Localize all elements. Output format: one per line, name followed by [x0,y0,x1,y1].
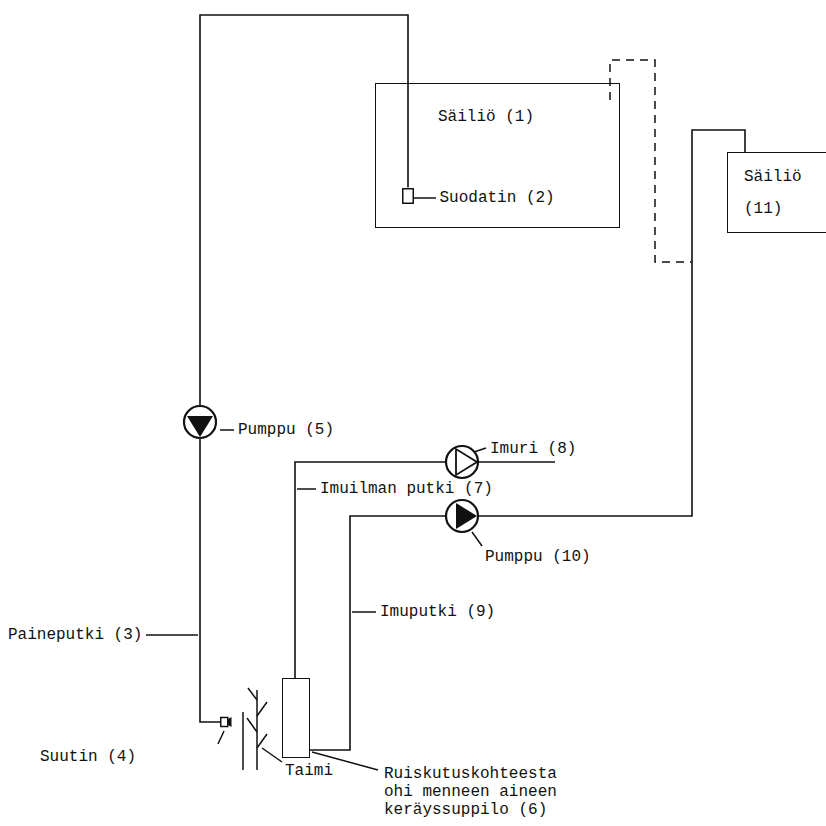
pipe-line [200,439,220,722]
part-label: Pumppu (5) [238,421,334,439]
part-label: Säiliö (1) [438,108,534,126]
pipe-label: Imuputki (9) [380,603,495,621]
leader-line [218,731,224,744]
part-label: Pumppu (10) [485,548,591,566]
part-label: Suutin (4) [40,748,136,766]
part-label: Ruiskutuskohteesta ohi menneen aineen ke… [384,765,566,819]
leader-line [472,532,482,546]
open-shape [445,445,479,479]
pipe-line [310,516,445,750]
filter-symbol: Suodatin (2) [402,188,414,204]
suction-fan-symbol: Imuri (8) [445,445,479,479]
part-label: Suodatin (2) [440,189,555,207]
exhaust-pipe [479,461,555,463]
pipe-line [200,15,408,405]
part-label: Imuri (8) [490,440,576,458]
pipe-line [479,130,745,516]
pump-symbol: Pumppu (5) [183,405,217,439]
nozzle-symbol: Suutin (4) [220,716,232,728]
leader-line [146,634,198,636]
leader-line [220,429,234,431]
leader-line [352,611,376,613]
leader-line [414,197,436,199]
leader-line [474,448,486,452]
seedling [243,688,267,770]
pipe-label: Imuilman putki (7) [320,480,493,498]
filter-shape [402,188,414,204]
part-label: Säiliö (11) [744,161,816,225]
tank-box: Säiliö (1) Suodatin (2) [375,83,620,228]
overflow-line [610,60,692,262]
pumpDown-shape [183,405,217,439]
pipe-label: Paineputki (3) [8,626,142,644]
leader-line [262,748,282,762]
pumpRight-shape [445,499,479,533]
nozzle-shape [220,716,232,728]
collecting-funnel: Ruiskutuskohteesta ohi menneen aineen ke… [282,678,310,758]
tank-box: Säiliö (11) [727,152,826,233]
pump-symbol: Pumppu (10) [445,499,479,533]
pipe-label: Taimi [285,762,333,780]
leader-line [297,488,316,490]
